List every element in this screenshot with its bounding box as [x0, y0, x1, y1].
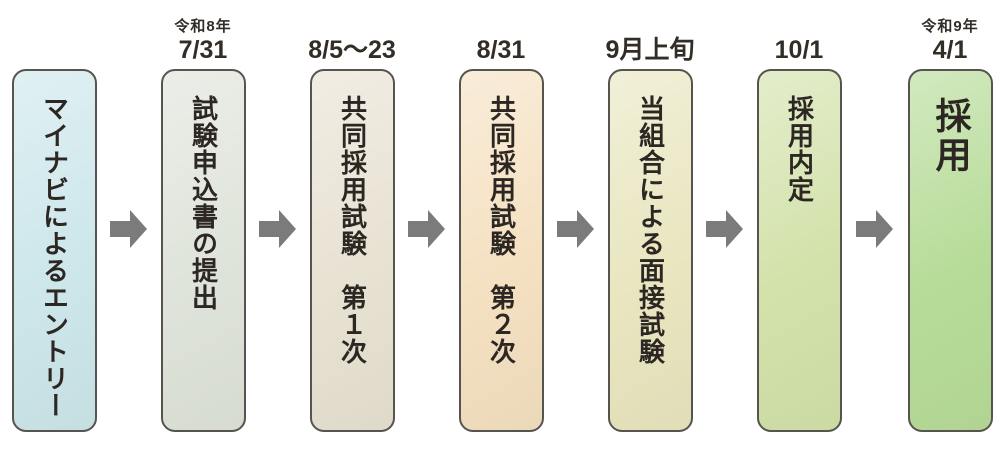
step-date-label: 4/1 [932, 35, 968, 64]
arrow-right-icon [557, 210, 594, 248]
step-box: マイナビによるエントリー [12, 69, 97, 432]
step-box: 当組合による面接試験 [608, 69, 693, 432]
arrow-right-icon [856, 210, 893, 248]
step-box: 採用 [908, 69, 993, 432]
step-box: 共同採用試験 第２次 [459, 69, 544, 432]
step-header: 8/5〜23 [252, 0, 452, 64]
step-label: 共同採用試験 第２次 [486, 95, 517, 365]
step-header: 令和9年 4/1 [850, 0, 1000, 64]
flow-step-hired: 令和9年 4/1 採用 [908, 0, 993, 450]
arrow-right-icon [706, 210, 743, 248]
arrow-right-icon [408, 210, 445, 248]
step-label: 採用 [930, 97, 972, 175]
arrow-right-icon [110, 210, 147, 248]
flow-step-joint-exam-2: 8/31 共同採用試験 第２次 [459, 0, 544, 450]
step-label: 試験申込書の提出 [188, 95, 219, 311]
step-header: 8/31 [401, 0, 601, 64]
step-header: 9月上旬 [550, 0, 750, 64]
step-label: 採用内定 [784, 95, 815, 203]
flow-step-entry: マイナビによるエントリー [12, 0, 97, 450]
step-box: 共同採用試験 第１次 [310, 69, 395, 432]
step-label: 共同採用試験 第１次 [337, 95, 368, 365]
step-era-label: 令和9年 [921, 18, 979, 35]
step-date-label: 8/31 [476, 35, 526, 64]
step-header: 10/1 [699, 0, 899, 64]
step-box: 採用内定 [757, 69, 842, 432]
step-box: 試験申込書の提出 [161, 69, 246, 432]
step-date-label: 7/31 [178, 35, 228, 64]
step-date-label: 10/1 [774, 35, 824, 64]
flow-step-joint-exam-1: 8/5〜23 共同採用試験 第１次 [308, 0, 396, 450]
arrow-right-icon [259, 210, 296, 248]
flow-step-interview: 9月上旬 当組合による面接試験 [606, 0, 694, 450]
step-header: 令和8年 7/31 [103, 0, 303, 64]
step-era-label: 令和8年 [174, 18, 232, 35]
flow-step-application: 令和8年 7/31 試験申込書の提出 [161, 0, 246, 450]
step-label: 当組合による面接試験 [635, 95, 666, 365]
step-date-label: 8/5〜23 [308, 35, 396, 64]
step-label: マイナビによるエントリー [39, 95, 70, 419]
step-date-label: 9月上旬 [605, 35, 695, 64]
flow-step-job-offer: 10/1 採用内定 [757, 0, 842, 450]
